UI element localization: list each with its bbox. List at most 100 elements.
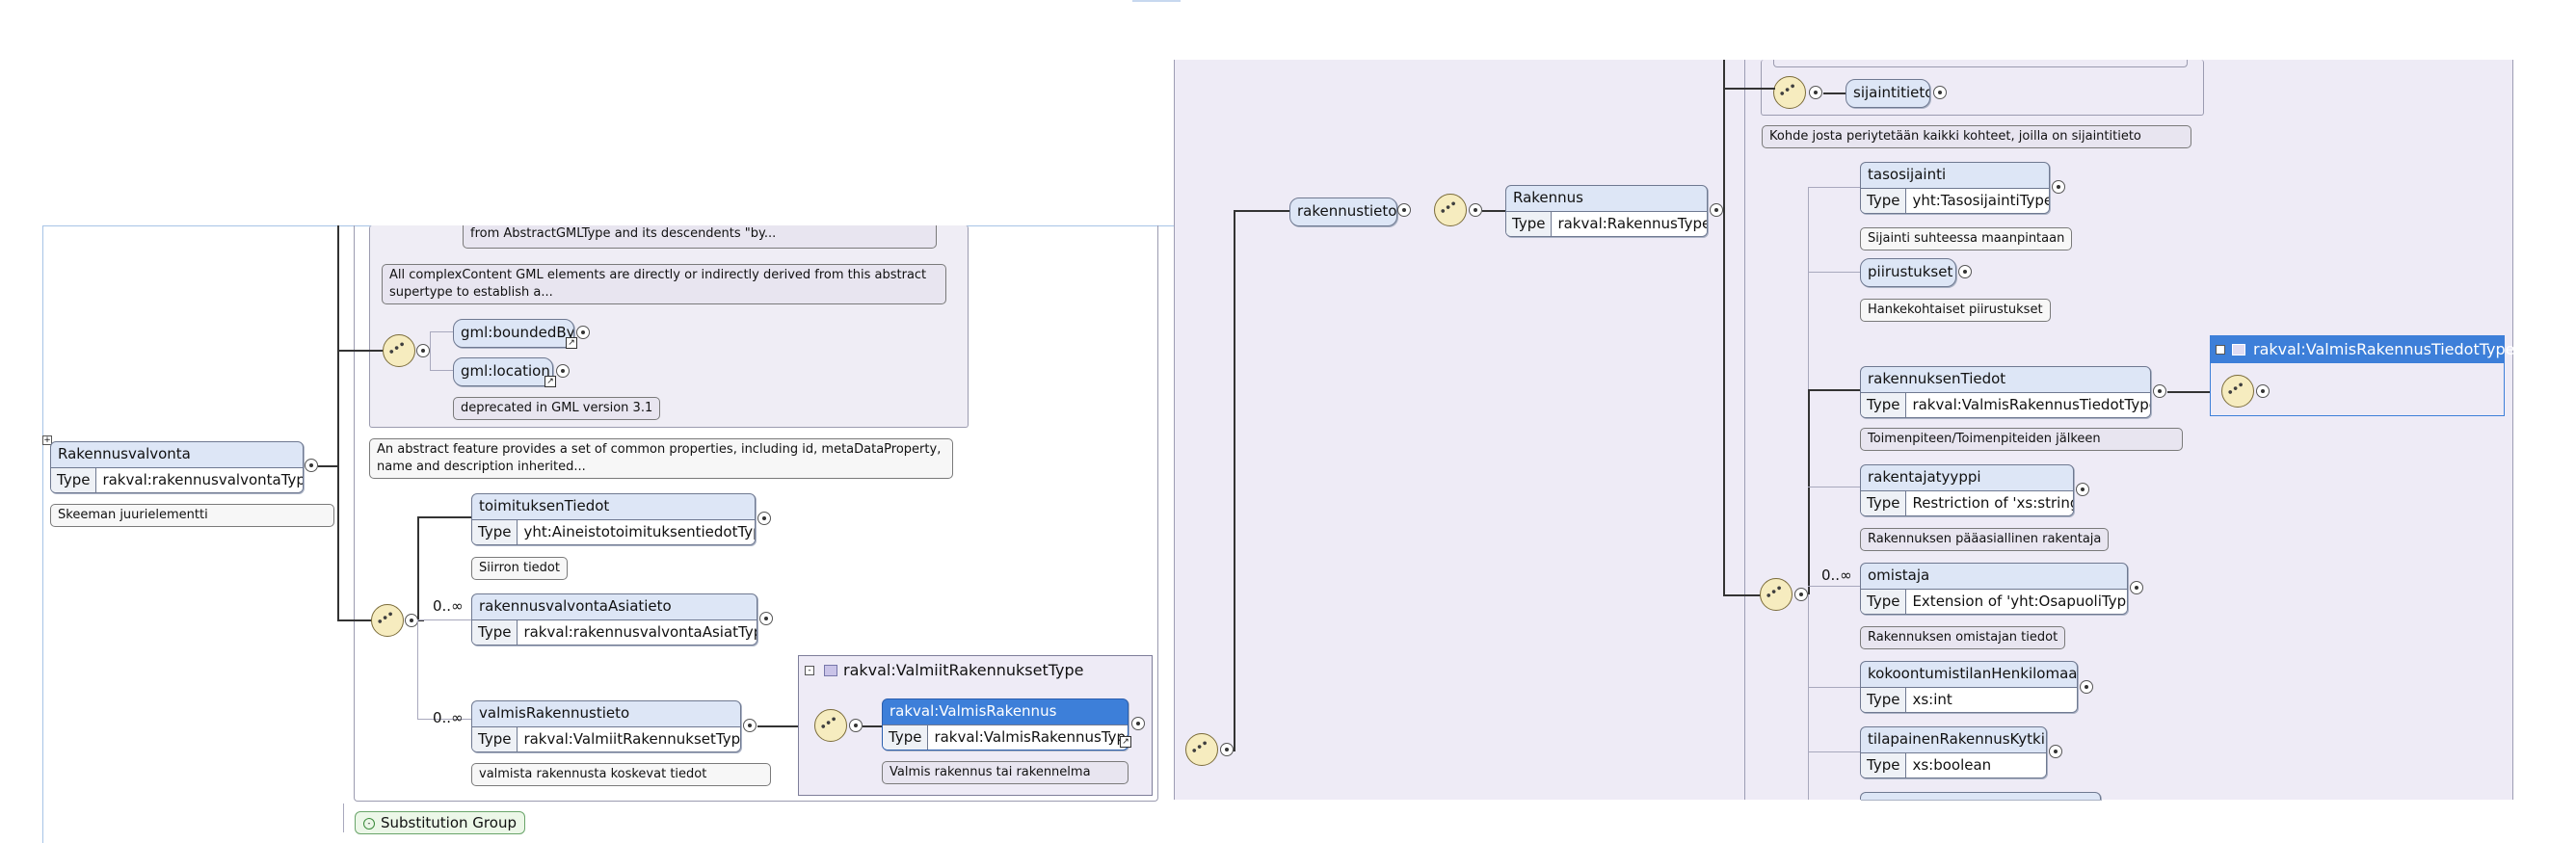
connector-dot-icon[interactable] [1469, 203, 1482, 217]
element-name: rakennuksenTiedot [1868, 370, 2006, 387]
element-name: omistaja [1868, 566, 1930, 584]
occurrence-label: 0..∞ [433, 597, 464, 615]
element-name: sijaintitieto [1853, 84, 1930, 101]
element-rakennustieto[interactable]: rakennustieto [1289, 198, 1397, 226]
connector-dot-icon[interactable] [2130, 581, 2143, 594]
connector-line [337, 619, 374, 621]
connector-line [418, 619, 424, 621]
note-all-complex: All complexContent GML elements are dire… [382, 264, 946, 304]
connector-dot-icon[interactable] [416, 344, 430, 357]
sequence-icon[interactable] [383, 334, 415, 367]
connector-dot-icon[interactable] [743, 719, 757, 732]
link-arrow-icon[interactable]: ↗ [544, 376, 556, 387]
note-abstract-feature: An abstract feature provides a set of co… [369, 438, 953, 479]
connector-line [1808, 389, 1810, 594]
note-kohde: Kohde josta periytetään kaikki kohteet, … [1762, 125, 2191, 148]
connector-dot-icon[interactable] [2049, 745, 2062, 758]
connector-dot-icon[interactable] [405, 614, 418, 627]
complex-type-header[interactable]: - rakval:ValmisRakennusTiedotType [2211, 336, 2514, 363]
connector-dot-icon[interactable] [305, 459, 318, 472]
sequence-icon[interactable] [814, 709, 847, 742]
connector-dot-icon[interactable] [576, 326, 590, 339]
substitution-group-text: Substitution Group [381, 814, 517, 831]
connector-dot-icon[interactable] [1710, 203, 1723, 217]
link-arrow-icon[interactable]: ↗ [566, 337, 577, 349]
connector-dot-icon[interactable] [1958, 265, 1972, 278]
connector-dot-icon[interactable] [757, 512, 771, 525]
connector-dot-icon[interactable] [1220, 743, 1234, 756]
connector-line [1723, 88, 1775, 90]
connector-line [1808, 187, 1860, 188]
connector-dot-icon[interactable] [556, 364, 570, 378]
note-derived-from: from AbstractGMLType and its descendents… [463, 225, 937, 249]
element-gml-boundedBy[interactable]: gml:boundedBy [453, 319, 574, 348]
complex-type-box[interactable]: - rakval:ValmisRakennusTiedotType [2210, 335, 2514, 416]
connector-line [417, 719, 471, 720]
expand-toggle-icon[interactable]: - [2216, 345, 2225, 355]
sequence-icon[interactable] [1434, 194, 1467, 226]
expand-toggle-icon[interactable]: - [363, 817, 375, 830]
connector-dot-icon[interactable] [849, 719, 863, 732]
note-valmis-rakennus: Valmis rakennus tai rakennelma [882, 761, 1129, 784]
element-name: Rakennusvalvonta [58, 445, 191, 462]
connector-line [430, 331, 431, 370]
element-name: tilapainenRakennusKytkin [1868, 730, 2047, 748]
note-rakentajatyyppi: Rakennuksen pääasiallinen rakentaja [1860, 528, 2110, 551]
link-arrow-icon[interactable]: ↗ [1120, 736, 1131, 748]
connector-line [1234, 210, 1289, 212]
sequence-icon[interactable] [1185, 733, 1218, 766]
sequence-icon[interactable] [1760, 578, 1793, 611]
element-name: kokoontumistilanHenkilomaara [1868, 665, 2078, 682]
connector-line [417, 516, 419, 620]
connector-line [417, 619, 471, 620]
connector-dot-icon[interactable] [2080, 680, 2093, 694]
substitution-group-label[interactable]: -Substitution Group [355, 811, 525, 834]
outer-group-frame [354, 225, 1158, 802]
connector-dot-icon[interactable] [1809, 86, 1822, 99]
connector-line [1823, 92, 1846, 94]
connector-line [430, 331, 453, 332]
connector-dot-icon[interactable] [1131, 717, 1145, 730]
connector-dot-icon[interactable] [1933, 86, 1947, 99]
connector-line [1808, 389, 1860, 391]
element-name: toimituksenTiedot [479, 497, 610, 514]
connector-dot-icon[interactable] [1397, 203, 1411, 217]
complex-type-title: rakval:ValmisRakennusTiedotType [2253, 340, 2515, 358]
connector-dot-icon[interactable] [2076, 483, 2089, 496]
connector-line [417, 620, 418, 719]
connector-dot-icon[interactable] [1794, 588, 1808, 601]
connector-dot-icon[interactable] [2052, 180, 2065, 194]
expand-toggle-icon[interactable]: + [42, 435, 52, 445]
expand-toggle-icon[interactable]: - [805, 666, 814, 675]
connector-dot-icon[interactable] [2256, 384, 2270, 398]
sequence-icon[interactable] [1773, 76, 1806, 109]
sequence-icon[interactable] [371, 604, 404, 637]
connector-dot-icon[interactable] [759, 612, 773, 625]
sequence-icon[interactable] [2221, 375, 2254, 408]
element-sijaintitieto[interactable]: sijaintitieto [1846, 79, 1930, 108]
complex-type-icon [824, 665, 837, 676]
element-partial-next [1860, 792, 2101, 800]
element-piirustukset[interactable]: piirustukset [1860, 258, 1956, 287]
connector-line [337, 225, 339, 620]
connector-dot-icon[interactable] [2153, 384, 2166, 398]
element-gml-location[interactable]: gml:location [453, 357, 553, 386]
